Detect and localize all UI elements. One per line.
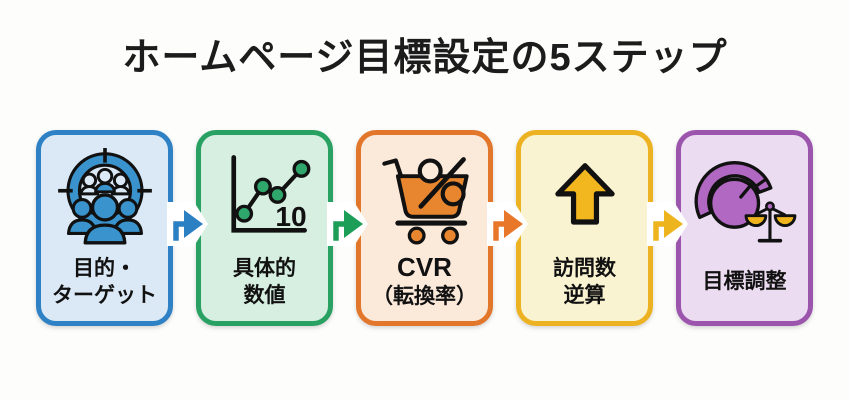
line-chart-icon: 10 bbox=[201, 135, 328, 251]
cart-percent-icon bbox=[361, 135, 488, 251]
step-label-line: 訪問数 bbox=[553, 256, 616, 280]
gauge-balance-icon bbox=[681, 135, 808, 251]
step-label-line: （転換率） bbox=[372, 285, 477, 309]
chart-value-label: 10 bbox=[275, 201, 306, 232]
step-label: 目的・ ターゲット bbox=[41, 251, 168, 321]
step-label-line: 逆算 bbox=[563, 284, 606, 307]
step-label-line: 具体的 bbox=[233, 256, 296, 280]
up-arrow-icon bbox=[521, 135, 648, 251]
step-card-visits-backcalc: 訪問数 逆算 bbox=[516, 130, 653, 326]
step-label-line: 目的・ bbox=[73, 256, 136, 280]
flow-arrow-icon bbox=[487, 202, 528, 246]
step-card-goal-adjustment: 目標調整 bbox=[676, 130, 813, 326]
flow-arrow-icon bbox=[327, 202, 368, 246]
step-label: 具体的 数値 bbox=[201, 251, 328, 321]
step-label: CVR （転換率） bbox=[361, 251, 488, 321]
step-label: 目標調整 bbox=[681, 251, 808, 321]
flow-arrow-icon bbox=[167, 202, 208, 246]
step-label-line: ターゲット bbox=[52, 284, 157, 307]
step-label: 訪問数 逆算 bbox=[521, 251, 648, 321]
target-audience-icon bbox=[41, 135, 168, 251]
flow-arrow-icon bbox=[647, 202, 688, 246]
step-card-purpose-target: 目的・ ターゲット bbox=[36, 130, 173, 326]
step-card-cvr: CVR （転換率） bbox=[356, 130, 493, 326]
step-card-concrete-numbers: 10 具体的 数値 bbox=[196, 130, 333, 326]
page-title: ホームページ目標設定の5ステップ bbox=[122, 37, 728, 79]
step-label-line: 目標調整 bbox=[702, 270, 787, 294]
step-label-line: CVR bbox=[397, 252, 452, 283]
step-label-line: 数値 bbox=[243, 284, 286, 307]
